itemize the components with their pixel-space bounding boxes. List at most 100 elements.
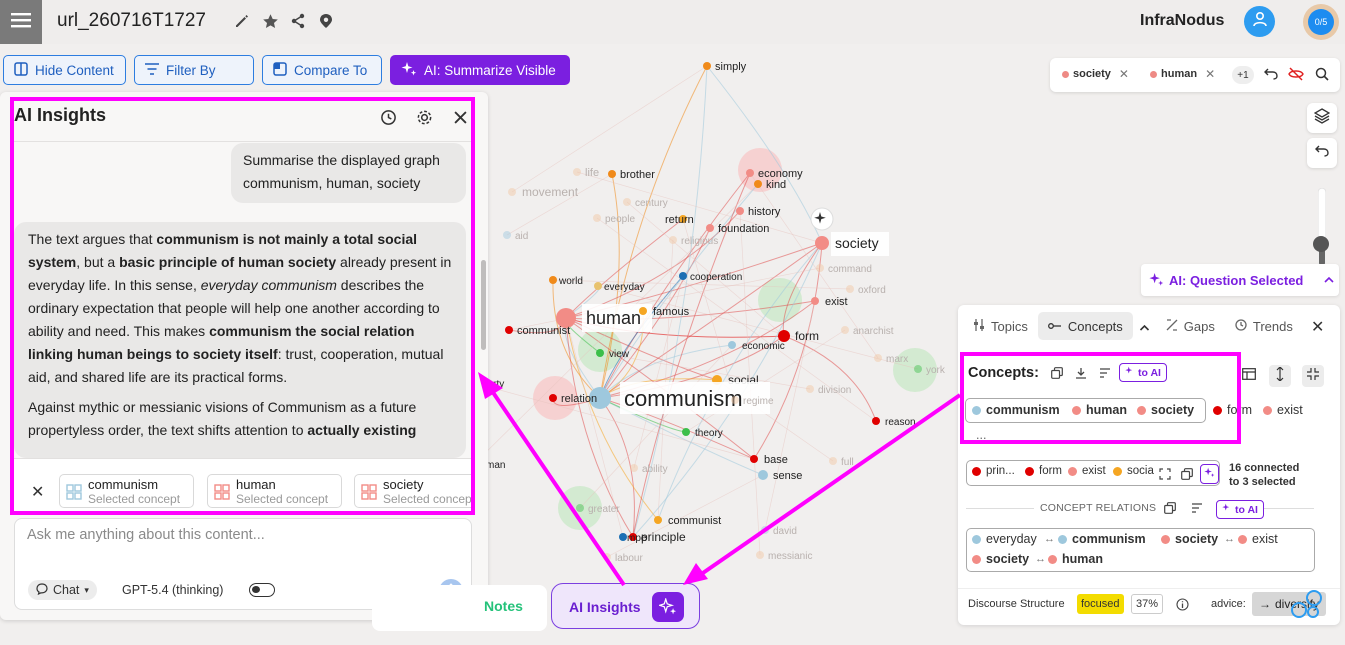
graph-node[interactable] <box>829 457 837 465</box>
graph-node-label[interactable]: division <box>818 385 851 396</box>
graph-node[interactable] <box>736 207 744 215</box>
graph-node-label[interactable]: life <box>585 167 599 179</box>
layers-button[interactable] <box>1307 103 1337 133</box>
concept-tag[interactable]: form <box>1025 465 1062 477</box>
chat-input[interactable] <box>27 527 457 543</box>
zoom-slider[interactable] <box>1318 188 1326 268</box>
concept-tag[interactable]: exist <box>1068 465 1106 477</box>
concept-tag[interactable]: prin... <box>972 465 1015 477</box>
graph-node-label[interactable]: principle <box>641 530 686 544</box>
graph-node[interactable] <box>549 394 557 402</box>
concept-tag[interactable]: society <box>1137 403 1194 417</box>
graph-node-label[interactable]: society <box>835 235 879 251</box>
graph-node-label[interactable]: messianic <box>768 551 812 562</box>
graph-node-label[interactable]: return <box>665 214 694 226</box>
remove-chip-icon[interactable]: ✕ <box>1205 67 1216 81</box>
progress-badge[interactable]: 0/5 <box>1303 4 1339 40</box>
concept-tag[interactable]: everyday <box>972 532 1037 546</box>
graph-node-label[interactable]: economic <box>742 341 785 352</box>
filter-by-button[interactable]: Filter By <box>134 55 254 85</box>
graph-node[interactable] <box>731 396 739 404</box>
concept-tag[interactable]: society <box>1161 532 1218 546</box>
graph-node[interactable] <box>872 417 880 425</box>
graph-node-label[interactable]: base <box>764 454 788 466</box>
graph-node[interactable] <box>669 236 677 244</box>
reset-view-button[interactable] <box>1307 138 1337 168</box>
graph-node[interactable] <box>503 231 511 239</box>
concept-tag[interactable]: form <box>1213 403 1252 417</box>
graph-node[interactable] <box>778 330 790 342</box>
sort-icon[interactable] <box>1098 366 1112 380</box>
graph-node[interactable] <box>594 282 602 290</box>
doc-title[interactable]: url_260716T1727 <box>57 10 206 31</box>
expand-button[interactable] <box>1269 365 1291 387</box>
graph-node[interactable] <box>914 365 922 373</box>
brand-logo[interactable]: InfraNodus <box>1140 12 1225 29</box>
hide-content-button[interactable]: Hide Content <box>3 55 126 85</box>
graph-node-label[interactable]: command <box>828 264 872 275</box>
graph-node-label[interactable]: relation <box>561 393 597 405</box>
graph-node[interactable] <box>846 285 854 293</box>
clear-chips-icon[interactable]: ✕ <box>31 484 45 501</box>
graph-node-label[interactable]: people <box>605 214 635 225</box>
graph-node[interactable] <box>746 169 754 177</box>
chevron-up-icon[interactable] <box>1324 276 1334 283</box>
graph-node-label[interactable]: theory <box>695 428 723 439</box>
concepts-to-ai-button[interactable]: to AI <box>1119 363 1167 382</box>
graph-node[interactable] <box>596 349 604 357</box>
copy-icon[interactable] <box>1163 501 1177 515</box>
graph-node-label[interactable]: human <box>586 308 641 328</box>
graph-node[interactable] <box>806 385 814 393</box>
graph-node[interactable] <box>761 526 769 534</box>
graph-node-label[interactable]: form <box>795 329 819 343</box>
info-icon[interactable] <box>1175 597 1189 611</box>
concept-tag[interactable]: socia <box>1113 465 1154 477</box>
graph-node-label[interactable]: simply <box>715 61 747 73</box>
concept-tag[interactable]: human <box>1048 552 1103 566</box>
tab-gaps[interactable]: Gaps <box>1156 312 1225 340</box>
concept-tag[interactable]: exist <box>1263 403 1303 417</box>
graph-node-label[interactable]: full <box>841 457 854 468</box>
notes-tab[interactable]: Notes <box>372 585 547 631</box>
graph-node[interactable] <box>756 551 764 559</box>
tab-concepts[interactable]: Concepts <box>1037 312 1133 340</box>
graph-node-label[interactable]: ability <box>642 464 668 475</box>
connected-to-ai-button[interactable] <box>1200 464 1219 484</box>
graph-node[interactable] <box>603 553 611 561</box>
graph-node[interactable] <box>573 168 581 176</box>
graph-node[interactable] <box>639 307 647 315</box>
graph-node[interactable] <box>630 464 638 472</box>
concept-tag[interactable]: communism <box>972 403 1060 417</box>
graph-node-label[interactable]: communist <box>517 325 570 337</box>
remove-chip-icon[interactable]: ✕ <box>1118 67 1129 81</box>
graph-node-label[interactable]: economy <box>758 168 803 180</box>
graph-node-label[interactable]: view <box>609 349 630 360</box>
more-filters-badge[interactable]: +1 <box>1232 66 1254 84</box>
filter-chip-human[interactable]: human✕ <box>1150 67 1215 81</box>
undo-icon[interactable] <box>1263 66 1279 82</box>
graph-node[interactable] <box>728 341 736 349</box>
graph-node-label[interactable]: oxford <box>858 285 886 296</box>
concept-tag[interactable]: communism <box>1058 532 1146 546</box>
ai-insights-tab[interactable]: AI Insights <box>551 583 700 629</box>
graph-node[interactable] <box>815 236 829 250</box>
table-view-button[interactable] <box>1238 365 1260 387</box>
graph-node-label[interactable]: movement <box>522 185 579 199</box>
graph-node[interactable] <box>593 214 601 222</box>
eye-off-icon[interactable] <box>1288 66 1304 82</box>
graph-node[interactable] <box>508 188 516 196</box>
menu-button[interactable] <box>0 0 42 44</box>
search-icon[interactable] <box>1314 66 1330 82</box>
sort-icon[interactable] <box>1190 501 1204 515</box>
user-button[interactable] <box>1244 6 1275 37</box>
graph-node[interactable] <box>556 308 576 328</box>
ai-summarize-button[interactable]: AI: Summarize Visible <box>390 55 570 85</box>
graph-node[interactable] <box>679 215 687 223</box>
tab-topics[interactable]: Topics <box>963 312 1038 340</box>
graph-node[interactable] <box>874 354 882 362</box>
graph-node-label[interactable]: religious <box>681 236 718 247</box>
graph-node-label[interactable]: cooperation <box>690 272 742 283</box>
graph-node-label[interactable]: york <box>926 365 946 376</box>
